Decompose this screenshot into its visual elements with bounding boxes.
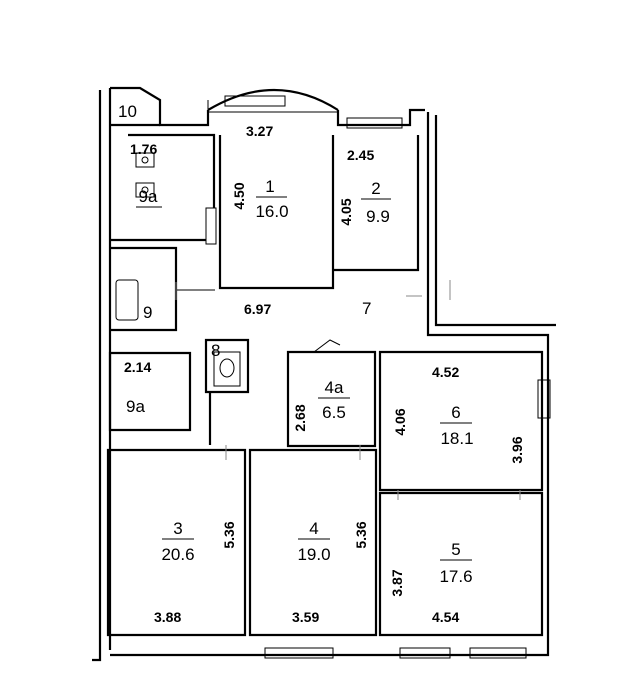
bathtub-icon bbox=[115, 279, 139, 321]
room-4-number: 4 bbox=[309, 519, 318, 538]
dimension-label: 4.54 bbox=[432, 609, 459, 625]
toilet-8-icon bbox=[213, 351, 241, 387]
room-2-area: 9.9 bbox=[366, 207, 390, 226]
room-6-area: 18.1 bbox=[440, 429, 473, 448]
dimension-label: 5.36 bbox=[353, 521, 369, 548]
room-3-area: 20.6 bbox=[161, 545, 194, 564]
room-8-number: 8 bbox=[211, 341, 220, 360]
window-marks bbox=[224, 95, 551, 659]
dimension-label: 5.36 bbox=[221, 521, 237, 548]
dimension-label: 3.88 bbox=[154, 609, 181, 625]
dimension-label: 4.50 bbox=[231, 182, 247, 209]
dimension-label: 1.76 bbox=[130, 141, 157, 157]
room-2-number: 2 bbox=[371, 179, 380, 198]
grid-ticks bbox=[175, 280, 521, 500]
room-1-area: 16.0 bbox=[255, 202, 288, 221]
room-11-number: 10 bbox=[118, 102, 137, 121]
dimension-label: 3.27 bbox=[246, 123, 273, 139]
room-9-number: 9 bbox=[143, 303, 152, 322]
dimension-label: 4.52 bbox=[432, 364, 459, 380]
room-1-number: 1 bbox=[265, 177, 274, 196]
dimension-label: 4.05 bbox=[338, 198, 354, 225]
room-5-number: 5 bbox=[451, 540, 460, 559]
outer-walls bbox=[92, 86, 556, 662]
dimension-label: 3.87 bbox=[389, 569, 405, 596]
room-labels: 10 9a 1 16.0 2 9.9 9 7 8 9a 4a 6.5 6 18.… bbox=[118, 102, 474, 586]
room-3-number: 3 bbox=[173, 519, 182, 538]
dimension-label: 2.68 bbox=[292, 404, 308, 431]
toilet-icon bbox=[135, 152, 155, 168]
dimension-label: 3.59 bbox=[292, 609, 319, 625]
room-9a-number: 9a bbox=[126, 397, 145, 416]
dimension-label: 2.45 bbox=[347, 147, 374, 163]
room-4a-area: 6.5 bbox=[322, 403, 346, 422]
dimension-label: 2.14 bbox=[124, 359, 151, 375]
room-4a-number: 4a bbox=[325, 378, 344, 397]
sink-icon bbox=[135, 182, 155, 198]
dimension-labels: 1.76 3.27 2.45 4.50 4.05 6.97 2.14 4.52 … bbox=[124, 123, 525, 625]
room-5-area: 17.6 bbox=[439, 567, 472, 586]
dimension-label: 6.97 bbox=[244, 301, 271, 317]
room-10-number: 9a bbox=[139, 187, 158, 206]
vent-shaft-icon bbox=[205, 207, 217, 245]
room-4-area: 19.0 bbox=[297, 545, 330, 564]
dimension-label: 3.96 bbox=[509, 436, 525, 463]
sanitary-fixtures bbox=[115, 152, 241, 387]
dimension-label: 4.06 bbox=[392, 408, 408, 435]
room-6-number: 6 bbox=[451, 403, 460, 422]
room-7-number: 7 bbox=[362, 299, 371, 318]
